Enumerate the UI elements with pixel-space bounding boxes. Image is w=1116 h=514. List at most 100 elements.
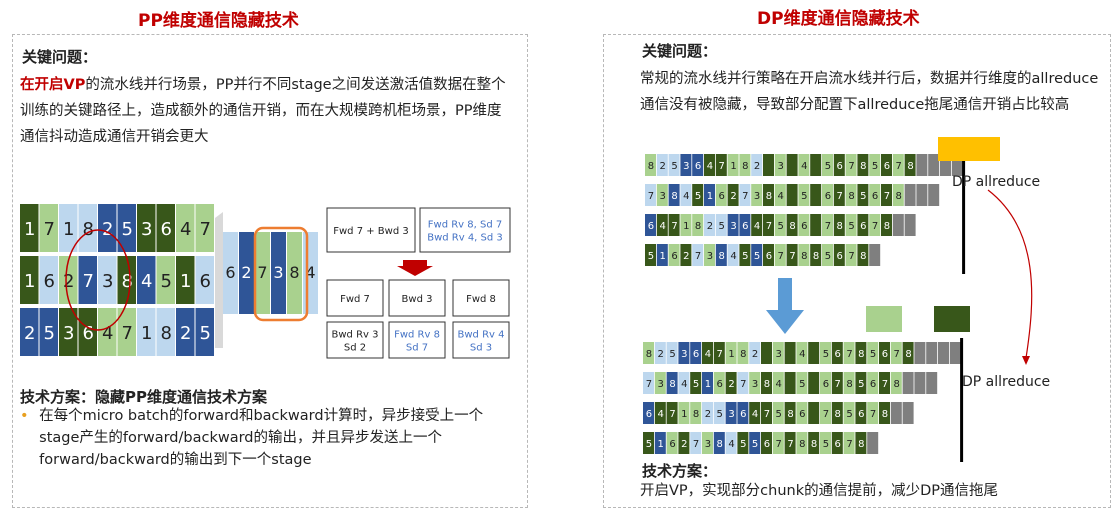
idle-cell xyxy=(940,154,951,176)
zoom-cell xyxy=(223,232,238,314)
left-problem-lead: 在开启VP xyxy=(20,77,86,93)
zoom-cell xyxy=(255,232,270,314)
sched-cell-label: 5 xyxy=(799,379,805,390)
sched-cell-label: 2 xyxy=(752,349,758,360)
sched-cell xyxy=(749,402,761,424)
sched-cell-label: 3 xyxy=(754,191,760,202)
idle-cell xyxy=(914,342,926,364)
idle-cell xyxy=(914,372,926,394)
sched-cell-label: 3 xyxy=(683,161,689,172)
grid-cell-label: 6 xyxy=(83,323,94,344)
sched-cell xyxy=(763,154,774,176)
zoom-cell xyxy=(271,232,286,314)
sched-cell-label: 7 xyxy=(719,161,725,172)
zoom-cell-label: 4 xyxy=(305,263,315,282)
zoom-cell-label: 3 xyxy=(273,263,283,282)
sched-cell xyxy=(666,342,678,364)
grid-cell-label: 7 xyxy=(200,219,211,240)
sched-cell xyxy=(774,214,786,236)
right-title: DP维度通信隐藏技术 xyxy=(757,9,920,29)
sched-cell xyxy=(643,402,654,424)
sched-cell xyxy=(810,244,822,266)
flow-box-top-left-text: Fwd 7 + Bwd 3 xyxy=(333,226,408,237)
sched-cell xyxy=(796,402,808,424)
grid-cell-label: 6 xyxy=(161,219,172,240)
sched-cell xyxy=(725,342,737,364)
sched-cell xyxy=(822,244,833,266)
flow-box-bwdrv3-text: Sd 2 xyxy=(344,343,366,354)
sched-cell-label: 5 xyxy=(648,251,654,262)
sched-cell xyxy=(857,154,869,176)
sched-cell xyxy=(796,432,808,454)
sched-cell xyxy=(855,432,867,454)
grid-cell-label: 5 xyxy=(161,271,172,292)
flow-box-top-right xyxy=(419,207,511,253)
sched-cell-label: 5 xyxy=(754,251,760,262)
sched-cell-label: 2 xyxy=(730,191,736,202)
sched-cell xyxy=(808,342,820,364)
sched-cell-label: 5 xyxy=(825,251,831,262)
sched-cell xyxy=(715,184,727,206)
idle-cell xyxy=(869,244,881,266)
right-solution-heading: 技术方案： xyxy=(642,462,718,480)
sched-cell-label: 5 xyxy=(846,409,852,420)
sched-cell-label: 7 xyxy=(823,409,829,420)
grid-cell xyxy=(156,204,175,252)
sched-cell-label: 2 xyxy=(754,161,760,172)
sched-cell-label: 2 xyxy=(705,409,711,420)
sched-cell xyxy=(749,372,761,394)
sched-cell xyxy=(796,342,808,364)
sched-cell-label: 8 xyxy=(764,379,770,390)
light-green-legend xyxy=(866,306,902,332)
flow-box-top-right-text: Fwd Rv 8, Sd 7 xyxy=(428,220,502,231)
sched-cell xyxy=(715,214,727,236)
right-panel xyxy=(603,34,1111,508)
sched-cell xyxy=(774,154,786,176)
sched-cell-label: 4 xyxy=(681,379,687,390)
sched-cell xyxy=(725,372,737,394)
sched-cell xyxy=(680,214,692,236)
sched-cell-label: 7 xyxy=(669,409,675,420)
sched-cell xyxy=(867,372,879,394)
sched-cell-label: 6 xyxy=(669,439,675,450)
idle-cell xyxy=(902,402,914,424)
sched-cell-label: 5 xyxy=(742,251,748,262)
sched-cell xyxy=(843,432,855,454)
sched-cell-label: 1 xyxy=(683,221,689,232)
grid-cell-label: 3 xyxy=(102,271,113,292)
sched-cell-label: 8 xyxy=(811,439,817,450)
sched-cell-label: 6 xyxy=(860,221,866,232)
flow-box-top-right-text: Bwd Rv 4, Sd 3 xyxy=(427,233,503,244)
sched-cell xyxy=(645,154,656,176)
sched-cell xyxy=(810,214,822,236)
dp-allreduce-top-label: DP allreduce xyxy=(952,174,1041,190)
sched-cell-label: 6 xyxy=(837,161,843,172)
sched-cell-label: 7 xyxy=(671,221,677,232)
grid-cell xyxy=(156,308,175,356)
sched-cell-label: 5 xyxy=(646,439,652,450)
sched-cell-label: 2 xyxy=(707,221,713,232)
sched-cell-label: 6 xyxy=(695,161,701,172)
sched-cell xyxy=(857,214,869,236)
sched-cell xyxy=(749,432,761,454)
sched-cell xyxy=(727,244,739,266)
sched-cell-label: 2 xyxy=(658,349,664,360)
sched-cell-label: 4 xyxy=(707,161,713,172)
sched-cell xyxy=(843,402,855,424)
grid-cell xyxy=(39,204,58,252)
grid-cell-label: 6 xyxy=(44,271,55,292)
highlight-circle xyxy=(65,229,131,331)
sched-cell xyxy=(680,184,692,206)
sched-cell-label: 4 xyxy=(776,379,782,390)
grid-cell-label: 4 xyxy=(102,323,113,344)
flow-box-fwdrv8-text: Fwd Rv 8 xyxy=(394,330,440,341)
sched-cell-label: 3 xyxy=(730,221,736,232)
sched-cell xyxy=(833,214,845,236)
idle-cell xyxy=(928,184,940,206)
sched-cell xyxy=(692,184,704,206)
sched-cell xyxy=(666,432,678,454)
sched-cell xyxy=(654,432,666,454)
grid-cell-label: 1 xyxy=(24,219,35,240)
sched-cell xyxy=(867,402,879,424)
sched-cell xyxy=(751,184,763,206)
